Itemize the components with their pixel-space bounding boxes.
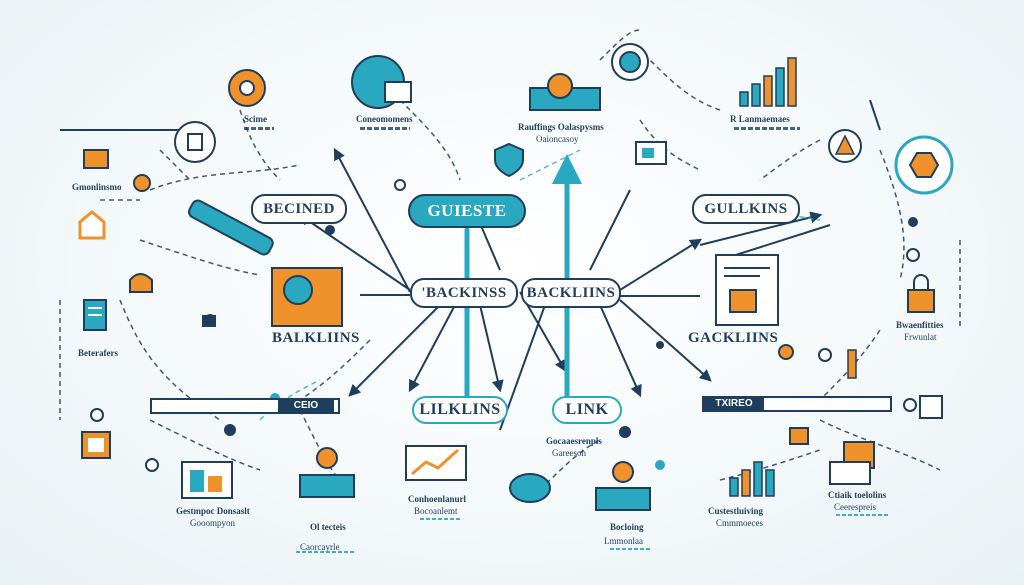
hexagon-icon [894, 135, 954, 195]
label-bocloig-sub: Lmmonlaa [604, 536, 643, 546]
label-underline [360, 127, 410, 130]
house-icon [78, 210, 106, 240]
left-status-box: CEIO [278, 398, 334, 414]
label-underline [610, 548, 650, 550]
person-icon [299, 447, 355, 498]
pill-gullkins: GULLKINS [692, 194, 800, 224]
hand-icon [129, 273, 153, 293]
label-ctiaik: Ctiaik toelolins [828, 490, 887, 500]
label-bocloig: Bocloing [610, 522, 644, 532]
settings-ring-icon [174, 121, 216, 163]
person-icon [595, 461, 651, 511]
label-underline [420, 518, 460, 520]
chip-icon [202, 315, 216, 327]
label-ol-tecteis: Ol tecteis [310, 522, 346, 532]
label-gestmpoc: Gestmpoc Donsaslt [176, 506, 250, 516]
label-underline [296, 551, 356, 553]
chart-board-icon [181, 461, 233, 499]
label-beterafers: Beterafers [78, 348, 118, 358]
bar-chart-icon [739, 57, 797, 107]
left-status-bar: CEIO [150, 398, 340, 414]
label-brawenfitties: Bwaenfitties [896, 320, 944, 330]
buildings-icon [529, 73, 601, 111]
label-scime: Scime [244, 114, 267, 124]
label-gociaosrrts: Gocaaesrenpls [546, 436, 602, 446]
label-custestluiring: Custestluiving [708, 506, 764, 516]
alert-icon [828, 129, 862, 163]
chat-icon [509, 473, 551, 503]
globe-icon [351, 55, 412, 109]
label-underline [244, 127, 274, 130]
calendar-icon [81, 431, 111, 459]
lock-icon [907, 274, 935, 313]
label-gestmpoc-sub: Gooompyon [190, 518, 235, 528]
document-icon [83, 299, 107, 331]
label-coneomens: Coneomomens [356, 114, 413, 124]
label-gmonkm: Gmonlinsmo [72, 182, 122, 192]
monitor-icon [635, 141, 667, 165]
label-custest-sub: Cmmmoeces [716, 518, 763, 528]
gear-icon [228, 69, 266, 107]
network-tile-icon [271, 267, 343, 327]
label-ctiaik-sub: Ceerespreis [834, 502, 876, 512]
pill-backliins: BACKLIINS [521, 278, 621, 308]
target-icon [611, 43, 649, 81]
right-status-bar: TXIREO [702, 396, 892, 412]
label-gacklins: GACKLIINS [688, 330, 779, 346]
bar-chart-icon [729, 461, 775, 497]
label-rauffings: Rauffings Oalaspysms [518, 122, 604, 132]
pill-becined: BECINED [251, 194, 347, 224]
label-gociaosrrts-sub: Gareesoh [552, 448, 586, 458]
label-ol-sub: Caorcayrle [300, 542, 340, 552]
pill-lilklins: LILKLINS [412, 396, 508, 424]
label-coretnomt: Conhoenlanurl [408, 494, 467, 504]
document-stack-icon [715, 254, 779, 326]
package-icon [829, 441, 875, 485]
pill-guieste: GUIESTE [408, 194, 526, 228]
label-balklins: BALKLIINS [272, 330, 360, 346]
tag-icon [789, 427, 809, 445]
right-status-box: TXIREO [704, 396, 764, 412]
label-coretnomt-sub: Bocoanlemt [414, 506, 458, 516]
pill-link: LINK [552, 396, 622, 424]
pen-icon [847, 349, 857, 379]
label-underline [734, 127, 800, 130]
label-rauffings-sub: Oaioncasoy [536, 134, 579, 144]
shield-icon [494, 142, 524, 178]
label-r-lanmaes: R Lanmaemaes [730, 114, 790, 124]
folder-icon [83, 149, 109, 169]
growth-icon [405, 445, 467, 481]
pill-backinss: 'BACKINSS [410, 278, 518, 308]
screen-icon [919, 395, 943, 419]
cable-icon [188, 199, 274, 256]
label-underline [836, 514, 890, 516]
label-brawen-sub: Frwunlat [904, 332, 937, 342]
